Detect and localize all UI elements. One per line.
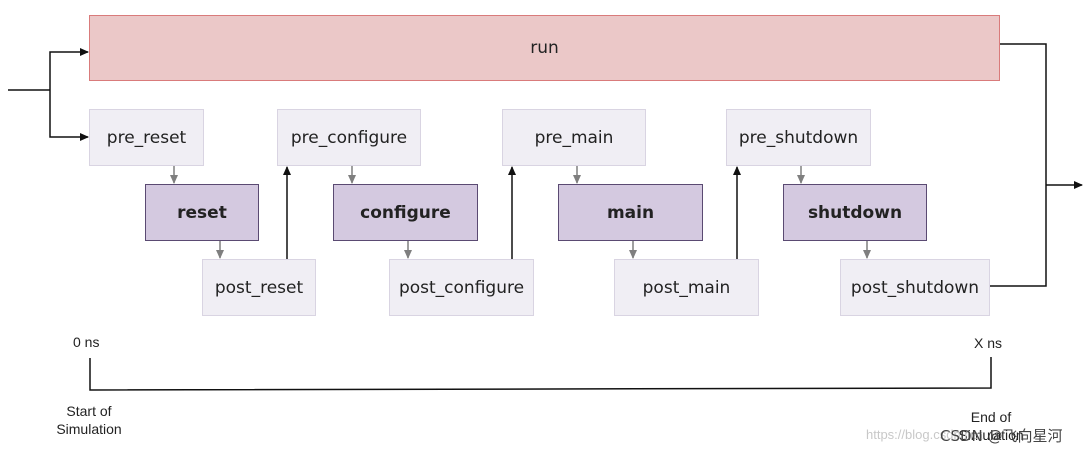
main-box: main <box>558 184 703 241</box>
entry-to-run-arrow <box>49 48 89 90</box>
configure-box: configure <box>333 184 478 241</box>
run-label: run <box>530 38 559 58</box>
pre-main-label: pre_main <box>534 127 614 148</box>
main-label: main <box>606 202 655 223</box>
pre-reset-label: pre_reset <box>106 127 187 148</box>
post-reset-box: post_reset <box>202 259 316 316</box>
end-label-line-2: Simulation <box>958 426 1024 443</box>
start-of-simulation-label: Start of Simulation <box>50 403 128 438</box>
post-shutdown-label: post_shutdown <box>850 277 980 298</box>
start-time-label: 0 ns <box>73 334 100 350</box>
pre-configure-box: pre_configure <box>277 109 421 166</box>
post-main-label: post_main <box>642 277 731 298</box>
pre-shutdown-box: pre_shutdown <box>726 109 871 166</box>
run-phase-box: run <box>89 15 1000 81</box>
watermark-url: https://blog.csdn.net <box>866 427 983 442</box>
post-reset-label: post_reset <box>214 277 304 298</box>
run-exit-line <box>990 43 1047 287</box>
start-label-line-2: Simulation <box>56 420 122 437</box>
pre-configure-label: pre_configure <box>290 127 408 148</box>
watermark-author: CSDN @飞向星河 <box>940 427 1063 445</box>
post-configure-box: post_configure <box>389 259 534 316</box>
configure-label: configure <box>360 202 451 223</box>
end-of-simulation-label: End of Simulation <box>952 409 1030 444</box>
entry-to-pre-reset-arrow <box>49 90 89 141</box>
shutdown-label: shutdown <box>807 202 903 223</box>
pre-reset-box: pre_reset <box>89 109 204 166</box>
end-time-label: X ns <box>974 335 1003 351</box>
post-configure-label: post_configure <box>398 277 525 298</box>
reset-box: reset <box>145 184 259 241</box>
post-shutdown-box: post_shutdown <box>840 259 990 316</box>
timeline-line <box>89 357 992 391</box>
start-label-line-1: Start of <box>66 403 112 419</box>
end-label-line-1: End of <box>970 409 1012 425</box>
reset-label: reset <box>177 202 227 223</box>
shutdown-box: shutdown <box>783 184 927 241</box>
pre-shutdown-label: pre_shutdown <box>738 127 859 148</box>
pre-main-box: pre_main <box>502 109 646 166</box>
post-main-box: post_main <box>614 259 759 316</box>
